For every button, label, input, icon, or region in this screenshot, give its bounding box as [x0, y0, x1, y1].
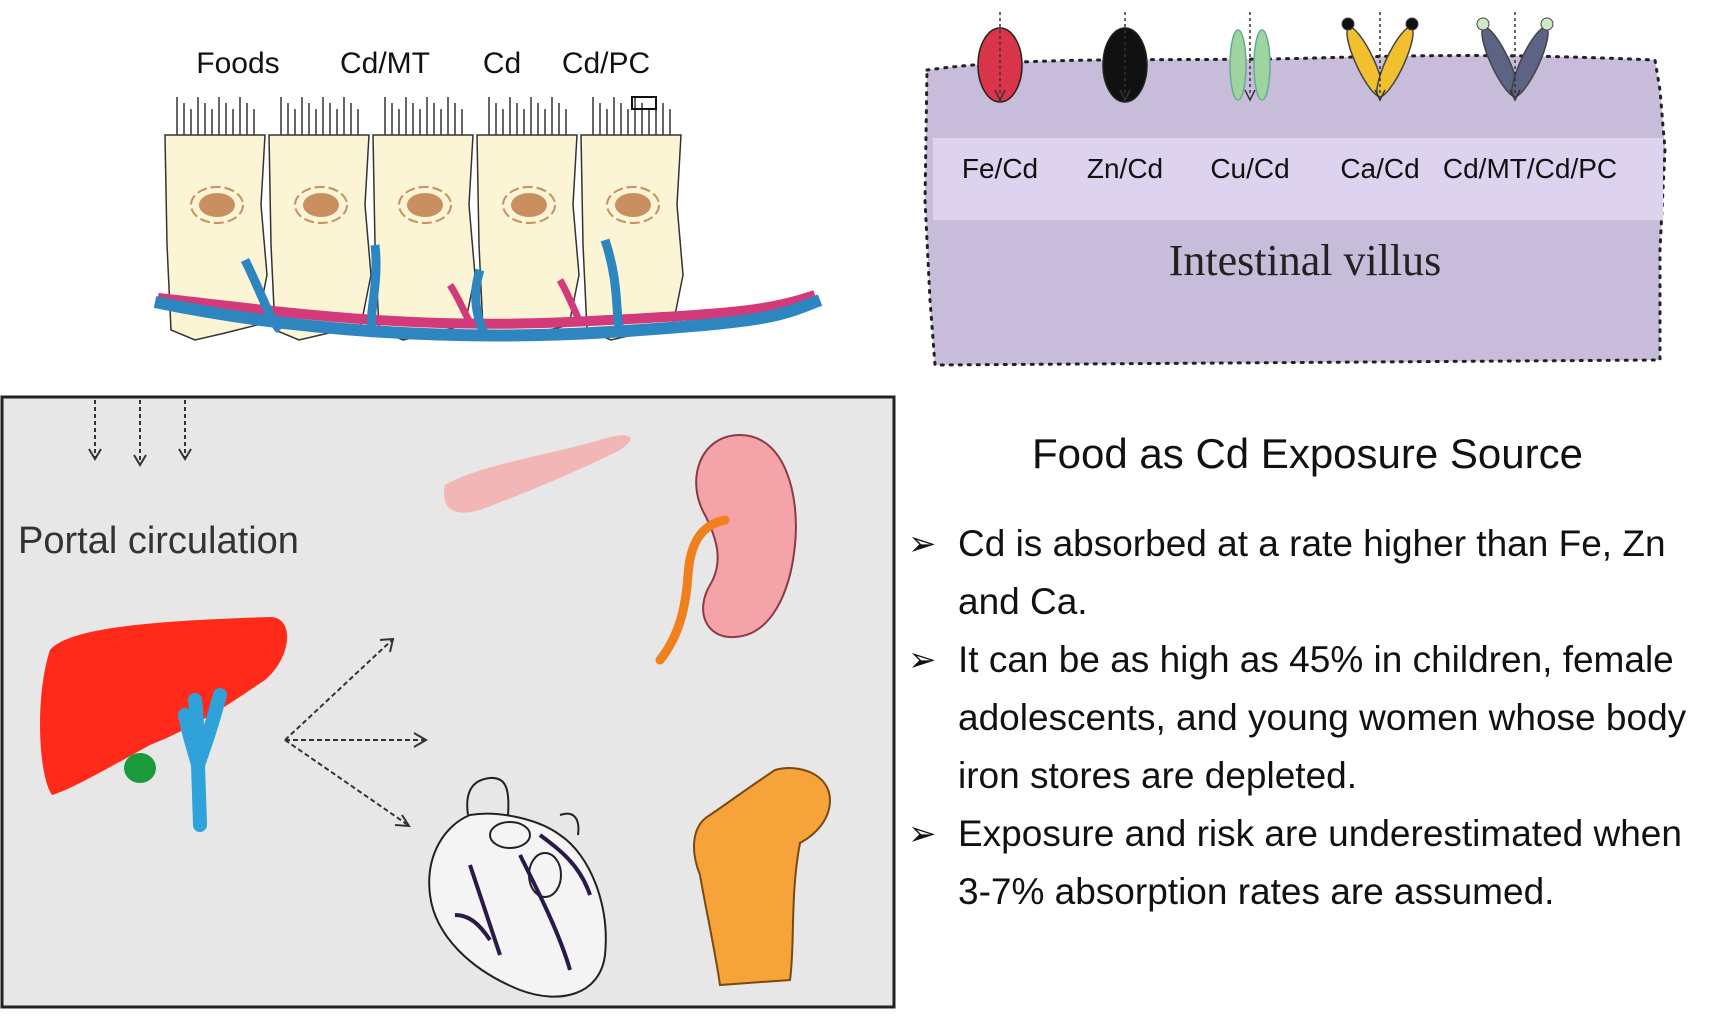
cell-body	[476, 134, 580, 341]
cell-label: Cd/MT	[340, 47, 430, 80]
transporter: Ca/Cd	[1340, 12, 1420, 184]
bone-icon	[693, 767, 832, 987]
transporter-shape	[1229, 29, 1247, 101]
cell-label: Cd	[483, 47, 521, 80]
enterocyte-cell	[580, 97, 684, 341]
transporter-head	[1476, 17, 1490, 31]
bullet-item: ➢ Exposure and risk are underestimated w…	[908, 805, 1715, 921]
bullet-list: ➢ Cd is absorbed at a rate higher than F…	[908, 515, 1715, 921]
pancreas-icon	[444, 435, 631, 513]
villus-title: Intestinal villus	[1169, 236, 1442, 285]
bullet-item: ➢ It can be as high as 45% in children, …	[908, 631, 1715, 805]
transporter-head	[1540, 17, 1554, 31]
down-arrows	[88, 400, 192, 467]
transporter-group: Fe/Cd Zn/Cd Cu/Cd Ca/Cd Cd/MT/Cd/PC	[962, 12, 1617, 184]
transport-arrowhead	[994, 89, 1006, 102]
enterocyte-cell	[164, 97, 268, 341]
gallbladder-icon	[124, 753, 156, 783]
nucleus	[511, 193, 547, 217]
artery-branch	[447, 283, 473, 325]
cell-body	[164, 134, 268, 341]
cell-label: Foods	[196, 47, 279, 80]
transporter-band	[933, 138, 1663, 220]
blood-vessels	[153, 238, 823, 342]
microvilli	[384, 97, 463, 135]
transporter-label: Zn/Cd	[1087, 153, 1163, 184]
cell-label: Cd/PC	[562, 47, 650, 80]
nuclear-envelope	[398, 186, 452, 224]
bullet-text: Cd is absorbed at a rate higher than Fe,…	[958, 523, 1666, 622]
transporter-label: Cu/Cd	[1210, 153, 1289, 184]
bullet-arrow-icon: ➢	[908, 525, 937, 563]
enterocyte-svg: Foods Cd/MT Cd Cd/PC	[153, 47, 823, 342]
transporter: Fe/Cd	[962, 12, 1038, 184]
vein-branch	[600, 238, 625, 332]
transporter-head	[1341, 17, 1355, 31]
transporter-label: Fe/Cd	[962, 153, 1038, 184]
nuclear-envelope	[294, 186, 348, 224]
kidney-icon	[695, 433, 797, 639]
transporter-box	[631, 96, 657, 110]
microvilli	[592, 97, 671, 135]
microvilli	[280, 97, 359, 135]
enterocyte-cells	[164, 97, 684, 341]
artery-vessel	[157, 290, 817, 329]
bile-duct-icon	[178, 688, 227, 832]
enterocyte-cell	[268, 97, 372, 341]
transport-arrowhead	[1509, 89, 1521, 102]
portal-label: Portal circulation	[18, 520, 299, 562]
bullet-text: Exposure and risk are underestimated whe…	[958, 813, 1682, 912]
transporter: Zn/Cd	[1087, 12, 1163, 184]
nucleus	[199, 193, 235, 217]
villus-svg: Fe/Cd Zn/Cd Cu/Cd Ca/Cd Cd/MT/Cd/PC Intestin…	[923, 12, 1667, 367]
microvilli	[488, 97, 567, 135]
transporter-shape	[977, 27, 1023, 103]
enterocyte-diagram: Foods Cd/MT Cd Cd/PC	[150, 30, 830, 350]
bullet-arrow-icon: ➢	[908, 815, 937, 853]
distribution-arrows	[284, 639, 425, 826]
cell-body	[580, 134, 684, 341]
enterocyte-cell	[476, 97, 580, 341]
transporter-label: Ca/Cd	[1340, 153, 1419, 184]
transporter: Cd/MT/Cd/PC	[1443, 12, 1617, 184]
transporter-head	[1405, 17, 1419, 31]
text-panel: Food as Cd Exposure Source ➢ Cd is absor…	[900, 410, 1715, 970]
bullet-text: It can be as high as 45% in children, fe…	[958, 639, 1687, 796]
slide-title: Food as Cd Exposure Source	[1032, 430, 1583, 477]
bullet-arrow-icon: ➢	[908, 641, 937, 679]
transporter-shape	[1253, 29, 1271, 101]
ureter-icon	[655, 515, 730, 665]
nuclear-envelope	[190, 186, 244, 224]
transport-arrowhead	[1244, 89, 1256, 102]
intestinal-villus-diagram: Fe/Cd Zn/Cd Cu/Cd Ca/Cd Cd/MT/Cd/PC Intestin…	[915, 0, 1715, 375]
nuclear-envelope	[502, 186, 556, 224]
transport-arrowhead	[1374, 89, 1386, 102]
portal-svg: Portal circulation	[0, 395, 896, 1009]
vein-vessel	[153, 294, 823, 342]
transport-arrowhead	[1119, 89, 1131, 102]
nucleus	[407, 193, 443, 217]
transporter-shape	[1102, 27, 1148, 103]
microvilli	[176, 97, 255, 135]
vein-branch	[367, 244, 381, 338]
portal-circulation-diagram: Portal circulation	[0, 395, 900, 1012]
nuclear-envelope	[606, 186, 660, 224]
liver-icon	[40, 617, 288, 795]
vein-branch	[471, 268, 490, 338]
transporter: Cu/Cd	[1210, 12, 1290, 184]
transporter-label: Cd/MT/Cd/PC	[1443, 153, 1617, 184]
artery-branch	[556, 278, 584, 324]
vein-branch	[240, 257, 284, 334]
heart-vessels	[454, 833, 592, 971]
bullet-item: ➢ Cd is absorbed at a rate higher than F…	[908, 515, 1715, 631]
nucleus	[303, 193, 339, 217]
nucleus	[615, 193, 651, 217]
